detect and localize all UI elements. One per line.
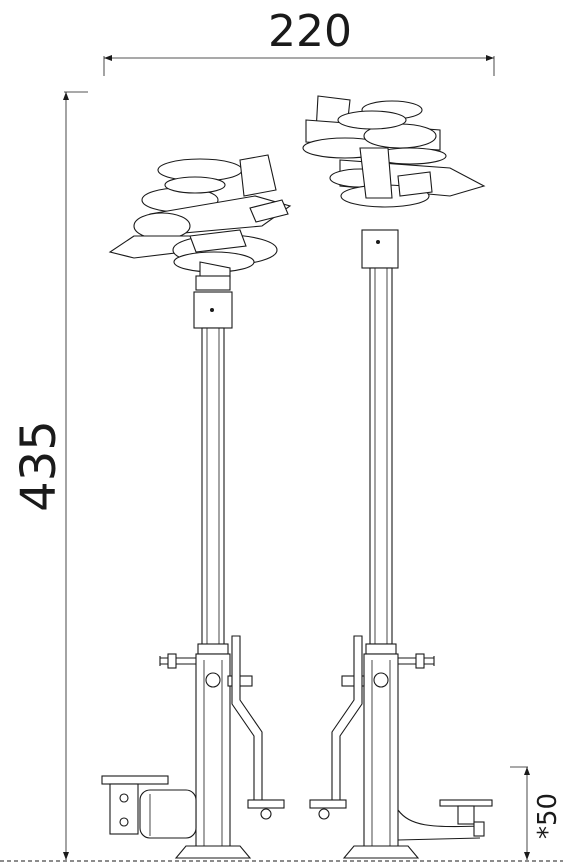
height-label: 435	[11, 420, 67, 512]
left-airplane-sculpture	[108, 154, 292, 279]
right-equipment-unit	[302, 95, 493, 859]
width-label: 220	[268, 6, 352, 57]
left-equipment-unit	[101, 154, 292, 859]
right-airplane-sculpture	[302, 95, 486, 208]
right-top-collar	[361, 229, 399, 269]
depth-label: *50	[533, 793, 563, 839]
left-base-plate	[174, 845, 252, 859]
left-pole	[201, 327, 225, 647]
right-pole	[369, 267, 393, 645]
left-mounting-bracket	[101, 775, 197, 839]
width-dimension: 220	[103, 6, 495, 76]
right-base-plate	[342, 845, 420, 859]
left-top-collar	[195, 275, 231, 291]
depth-dimension: *50	[510, 766, 563, 860]
right-lower-support	[397, 799, 493, 841]
height-dimension: 435	[11, 91, 88, 860]
